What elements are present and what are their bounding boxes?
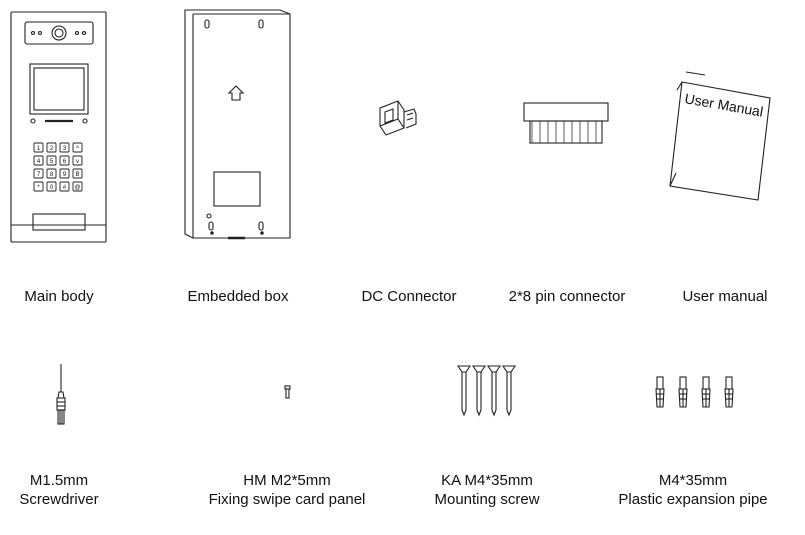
keypad-key: 5 [46, 155, 57, 166]
expansion-pipe [655, 376, 665, 408]
mounting-screw [471, 365, 487, 417]
expansion-pipe [724, 376, 734, 408]
keypad-key: 0 [46, 181, 57, 192]
label-screwdriver: M1.5mm Screwdriver [19, 471, 98, 509]
svg-text:2: 2 [50, 146, 54, 152]
svg-text:^: ^ [76, 146, 79, 152]
keypad-key: B [72, 168, 83, 179]
label-screwdriver-size: M1.5mm [29, 472, 89, 489]
keypad-key: 1 [33, 142, 44, 153]
keypad-key: 2 [46, 142, 57, 153]
svg-text:6: 6 [63, 159, 67, 165]
mounting-screw [456, 365, 472, 417]
keypad-key: 9 [59, 168, 70, 179]
expansion-pipe [701, 376, 711, 408]
svg-text:#: # [63, 185, 67, 191]
keypad-key: 7 [33, 168, 44, 179]
svg-text:4: 4 [37, 159, 41, 165]
svg-text:1: 1 [37, 146, 41, 152]
label-embedded-box: Embedded box [187, 288, 289, 305]
label-screwdriver-name: Screwdriver [19, 491, 99, 508]
keypad-key: * [33, 181, 44, 192]
label-dc-connector: DC Connector [361, 288, 457, 305]
expansion-pipe [678, 376, 688, 408]
label-ka-screw-size: KA M4*35mm [441, 472, 533, 489]
label-ka-screw: KA M4*35mm Mounting screw [434, 471, 539, 509]
keypad-key: ^ [72, 142, 83, 153]
keypad-key: 8 [46, 168, 57, 179]
keypad: 1 2 3 ^ 4 5 6 v 7 8 9 B * 0 # @ [33, 142, 83, 192]
label-hm-screw-name: Fixing swipe card panel [208, 491, 366, 508]
label-expansion-pipe-size: M4*35mm [658, 472, 728, 489]
svg-text:0: 0 [50, 185, 54, 191]
svg-text:3: 3 [63, 146, 67, 152]
svg-text:@: @ [74, 185, 80, 191]
keypad-key: 4 [33, 155, 44, 166]
mounting-screw [486, 365, 502, 417]
svg-text:B: B [75, 172, 79, 178]
svg-text:9: 9 [63, 172, 67, 178]
label-pin-connector: 2*8 pin connector [508, 288, 626, 305]
keypad-key: @ [72, 181, 83, 192]
svg-text:8: 8 [50, 172, 54, 178]
label-ka-screw-name: Mounting screw [434, 491, 540, 508]
label-expansion-pipe: M4*35mm Plastic expansion pipe [618, 471, 767, 509]
keypad-key: # [59, 181, 70, 192]
svg-text:5: 5 [50, 159, 54, 165]
label-hm-screw-size: HM M2*5mm [243, 472, 331, 489]
keypad-key: v [72, 155, 83, 166]
svg-text:v: v [76, 159, 79, 165]
label-hm-screw: HM M2*5mm Fixing swipe card panel [209, 471, 366, 509]
label-user-manual: User manual [682, 288, 768, 305]
keypad-key: 6 [59, 155, 70, 166]
keypad-key: 3 [59, 142, 70, 153]
label-main-body: Main body [24, 288, 94, 305]
svg-text:*: * [37, 185, 40, 191]
label-expansion-pipe-name: Plastic expansion pipe [618, 491, 768, 508]
mounting-screw [501, 365, 517, 417]
svg-text:7: 7 [37, 172, 41, 178]
